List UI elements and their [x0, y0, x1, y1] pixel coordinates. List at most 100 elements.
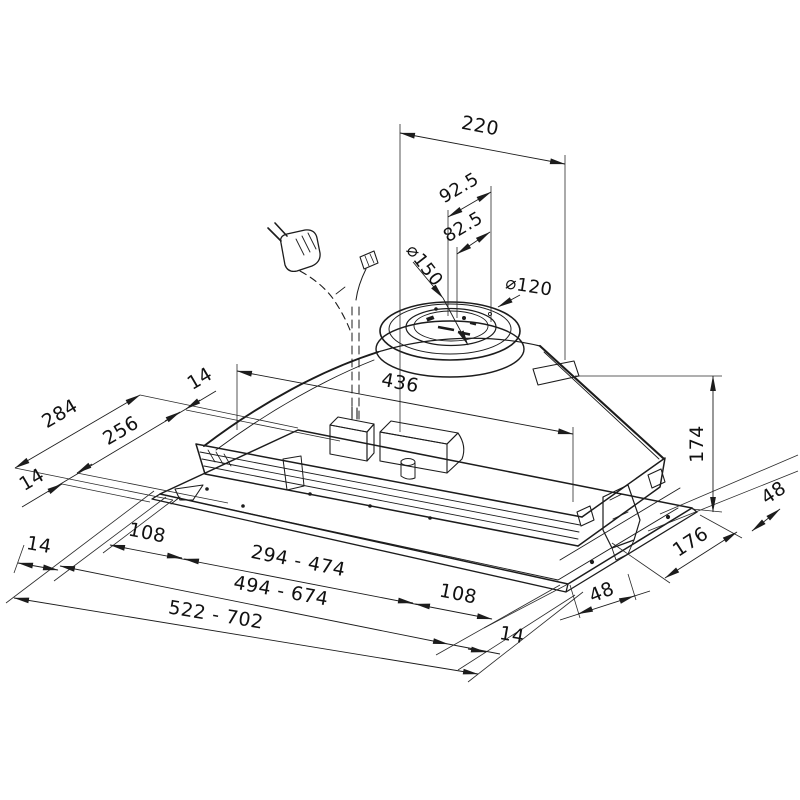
leader-150-diameter [442, 297, 469, 346]
screw-dot [589, 559, 595, 565]
dim-label-duct-offset-front: 82.5 [440, 208, 487, 247]
collar-ring-2 [388, 303, 512, 355]
dimline-176 [664, 531, 738, 579]
frame-inner-line [204, 503, 679, 581]
dim-label-flange-back: 14 [184, 363, 217, 395]
ext-row3-left [5, 490, 155, 604]
dim-label-height: 174 [686, 425, 708, 463]
collar-damper-bar [437, 325, 455, 332]
canopy-right-inner-line [543, 351, 660, 460]
right-clip-detail [609, 493, 635, 561]
ext-48-right [647, 454, 799, 532]
front-clip [282, 455, 305, 491]
ext-row1-left [102, 499, 174, 554]
mounting-frame [151, 429, 698, 593]
arrow-256-right [164, 411, 181, 423]
arrow-14-left [47, 483, 63, 494]
screw-dot [241, 504, 245, 508]
dimline-48r [751, 508, 781, 532]
dimline-14bl [17, 562, 59, 571]
clip-tab [576, 505, 595, 527]
cable-drop-dashed [351, 306, 360, 421]
collar-damper-bar [457, 330, 471, 336]
dim-label-left-offset: 108 [127, 519, 168, 548]
leader-120 [497, 294, 521, 308]
canopy-left-inner-line [215, 359, 375, 451]
collar-duct-ring [405, 307, 497, 347]
motor-cylinder [400, 460, 416, 480]
dimension-labels: 220 92.5 82.5 ⌀150 ⌀120 436 284 256 14 1… [16, 112, 791, 648]
dim-label-right-offset: 108 [438, 580, 479, 609]
arrow-256-left [76, 462, 93, 474]
ext-14bl [13, 544, 25, 574]
frame-right-band [559, 487, 681, 561]
ext-row3-right [467, 591, 584, 683]
power-cord-dashed [299, 270, 351, 331]
dim-label-side-depth: 176 [669, 522, 713, 561]
collar-detail [469, 322, 477, 326]
sleeve-hatch [364, 253, 375, 267]
ext-row1-right [483, 582, 571, 629]
hood-chassis [195, 443, 666, 547]
collar-inner-hole [413, 310, 489, 342]
arrow-pair-1b [183, 558, 200, 565]
dimline-220 [399, 132, 566, 165]
mounting-clips [170, 455, 666, 561]
dimline-48br-ext [559, 590, 651, 621]
dim-label-flange-front-right: 14 [498, 622, 527, 648]
rail-hole [368, 504, 372, 508]
dimline-436 [236, 370, 574, 435]
dim-label-cutout-range: 294 - 474 [249, 541, 347, 581]
clip-tab [647, 468, 666, 489]
junction-box-side [366, 423, 375, 462]
dim-label-flange-front-left: 14 [25, 532, 54, 558]
left-bracket-detail [170, 496, 181, 505]
arrow-48br-b [618, 595, 635, 604]
rail-hole [308, 492, 312, 496]
collar-hole [487, 311, 493, 317]
dim-label-top-width: 220 [460, 112, 501, 141]
collar-outer-ring [379, 301, 521, 361]
rail-hole [428, 516, 432, 520]
dimension-lines [13, 132, 781, 675]
chassis-rails [199, 451, 581, 540]
dimline-92_5 [447, 191, 492, 218]
dimline-284 [14, 394, 141, 469]
canopy-right-slope [538, 344, 665, 460]
junction-box-wires [351, 406, 358, 420]
leader-150 [412, 261, 444, 299]
collar-side-tab [532, 360, 580, 386]
plug-grip-lines [295, 232, 317, 256]
motor-cylinder-top [400, 458, 416, 466]
dim-label-duct-offset-back: 92.5 [436, 169, 483, 208]
chassis-front-band [195, 443, 583, 547]
motor-box-top [379, 420, 459, 445]
collar-screw [462, 316, 466, 320]
dimline-82_5 [456, 231, 491, 255]
dim-label-outer-range: 522 - 702 [167, 596, 265, 633]
motor-box-round-end [446, 432, 465, 474]
dim-label-inner-range: 494 - 674 [232, 572, 330, 611]
cable-sleeve [359, 250, 379, 270]
extension-lines [5, 124, 799, 683]
dim-label-inner-depth: 256 [99, 412, 143, 450]
dim-label-total-depth: 284 [38, 395, 82, 433]
arrow-pair-1a [166, 552, 183, 559]
screw-dot [205, 487, 209, 491]
dim-label-side-flange: 48 [757, 477, 790, 509]
dimline-14br-tail [447, 643, 501, 655]
dim-label-duct-inner-dia: ⌀120 [504, 273, 554, 301]
arrow-14-top [185, 398, 201, 410]
dim-label-duct-outer-dia: ⌀150 [402, 241, 448, 291]
collar-screw [434, 307, 438, 311]
collar-screw [426, 315, 435, 322]
chassis-hatch [207, 449, 232, 467]
plug-prongs [267, 222, 288, 242]
dimline-row3 [13, 597, 479, 675]
arrow-48br-a [577, 606, 594, 615]
power-plug-body [279, 229, 321, 273]
cord-tick [335, 286, 346, 295]
screw-dot [665, 514, 671, 520]
